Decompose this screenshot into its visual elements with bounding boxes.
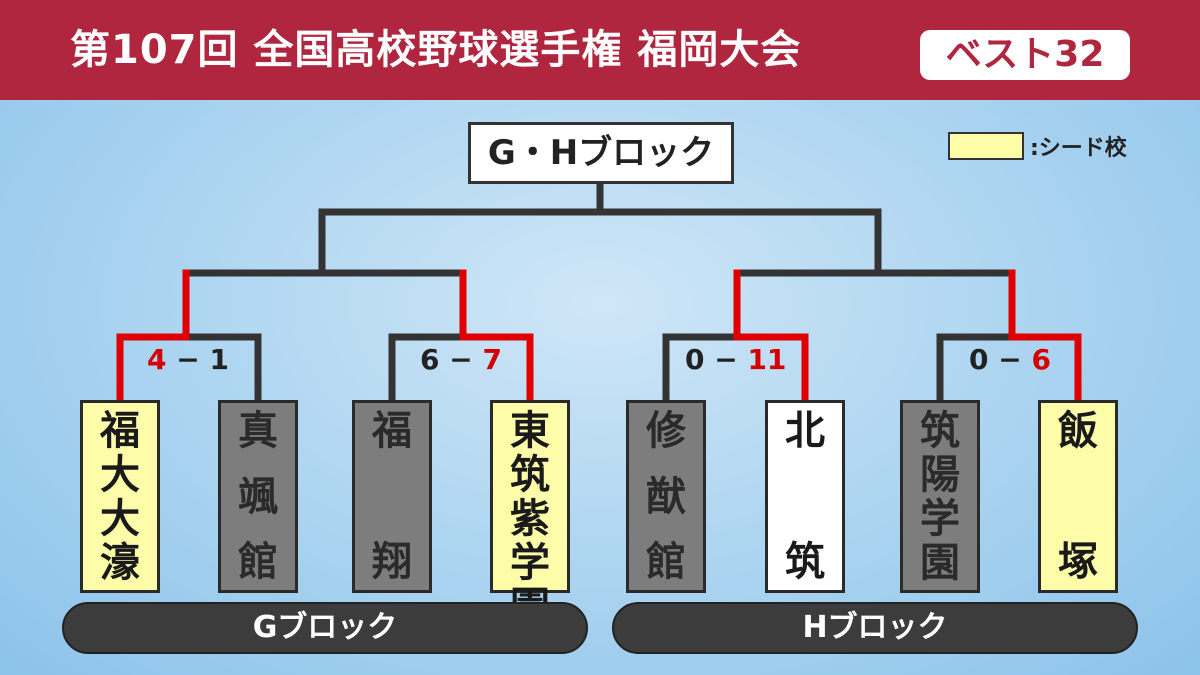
team-fukudai-ohori: 福 大 大 濠 — [80, 400, 160, 593]
score-sep: − — [176, 343, 200, 376]
score-sep: − — [449, 343, 473, 376]
g-block-label: Gブロック — [62, 602, 588, 654]
team-name: 飯 塚 — [1058, 408, 1098, 585]
line-m1-winner — [116, 269, 190, 404]
team-name: 修 猷 館 — [646, 408, 686, 585]
team-name: 筑 陽 学 園 — [920, 408, 960, 586]
team-name: 東 筑 紫 学 園 — [510, 408, 550, 629]
team-name: 真 颯 館 — [238, 408, 278, 585]
team-hokuchiku: 北 筑 — [765, 400, 845, 593]
legend-seed-label: :シード校 — [1030, 136, 1127, 161]
score-match-1: 4 − 1 — [138, 342, 238, 378]
team-name: 福 大 大 濠 — [100, 408, 140, 586]
team-shuyukan: 修 猷 館 — [626, 400, 706, 593]
score-sep: − — [998, 343, 1022, 376]
line-m1-left-gray — [182, 333, 262, 404]
score-right: 11 — [747, 343, 787, 376]
line-m2-gray — [388, 333, 467, 404]
score-left: 6 — [420, 343, 440, 376]
score-match-2: 6 − 7 — [411, 342, 511, 378]
line-m2-winner — [459, 269, 534, 404]
score-sep: − — [714, 343, 738, 376]
line-m4-gray — [936, 333, 1016, 404]
team-iizuka: 飯 塚 — [1038, 400, 1118, 593]
line-m4-winner — [1008, 269, 1082, 404]
line-m3-winner — [733, 269, 809, 404]
team-name: 福 翔 — [372, 408, 412, 585]
score-right: 1 — [209, 343, 229, 376]
team-shinsokan: 真 颯 館 — [218, 400, 298, 593]
bracket-title: G・Hブロック — [468, 122, 734, 184]
score-match-4: 0 − 6 — [960, 342, 1060, 378]
score-left: 0 — [969, 343, 989, 376]
team-fukusho: 福 翔 — [352, 400, 432, 593]
best32-badge: ベスト32 — [920, 30, 1130, 80]
line-m3-gray — [662, 333, 741, 404]
page-title: 第107回 全国高校野球選手権 福岡大会 — [70, 27, 802, 73]
team-name: 北 筑 — [785, 408, 825, 585]
header-bar: 第107回 全国高校野球選手権 福岡大会 ベスト32 — [0, 0, 1200, 100]
score-left: 4 — [147, 343, 167, 376]
score-left: 0 — [685, 343, 705, 376]
team-higashi-chikushi-gakuen: 東 筑 紫 学 園 — [490, 400, 570, 629]
legend-seed-swatch — [948, 132, 1024, 160]
score-right: 6 — [1031, 343, 1051, 376]
h-block-label: Hブロック — [612, 602, 1138, 654]
team-chikuyo-gakuen: 筑 陽 学 園 — [900, 400, 980, 593]
score-match-3: 0 − 11 — [685, 342, 787, 378]
score-right: 7 — [482, 343, 502, 376]
